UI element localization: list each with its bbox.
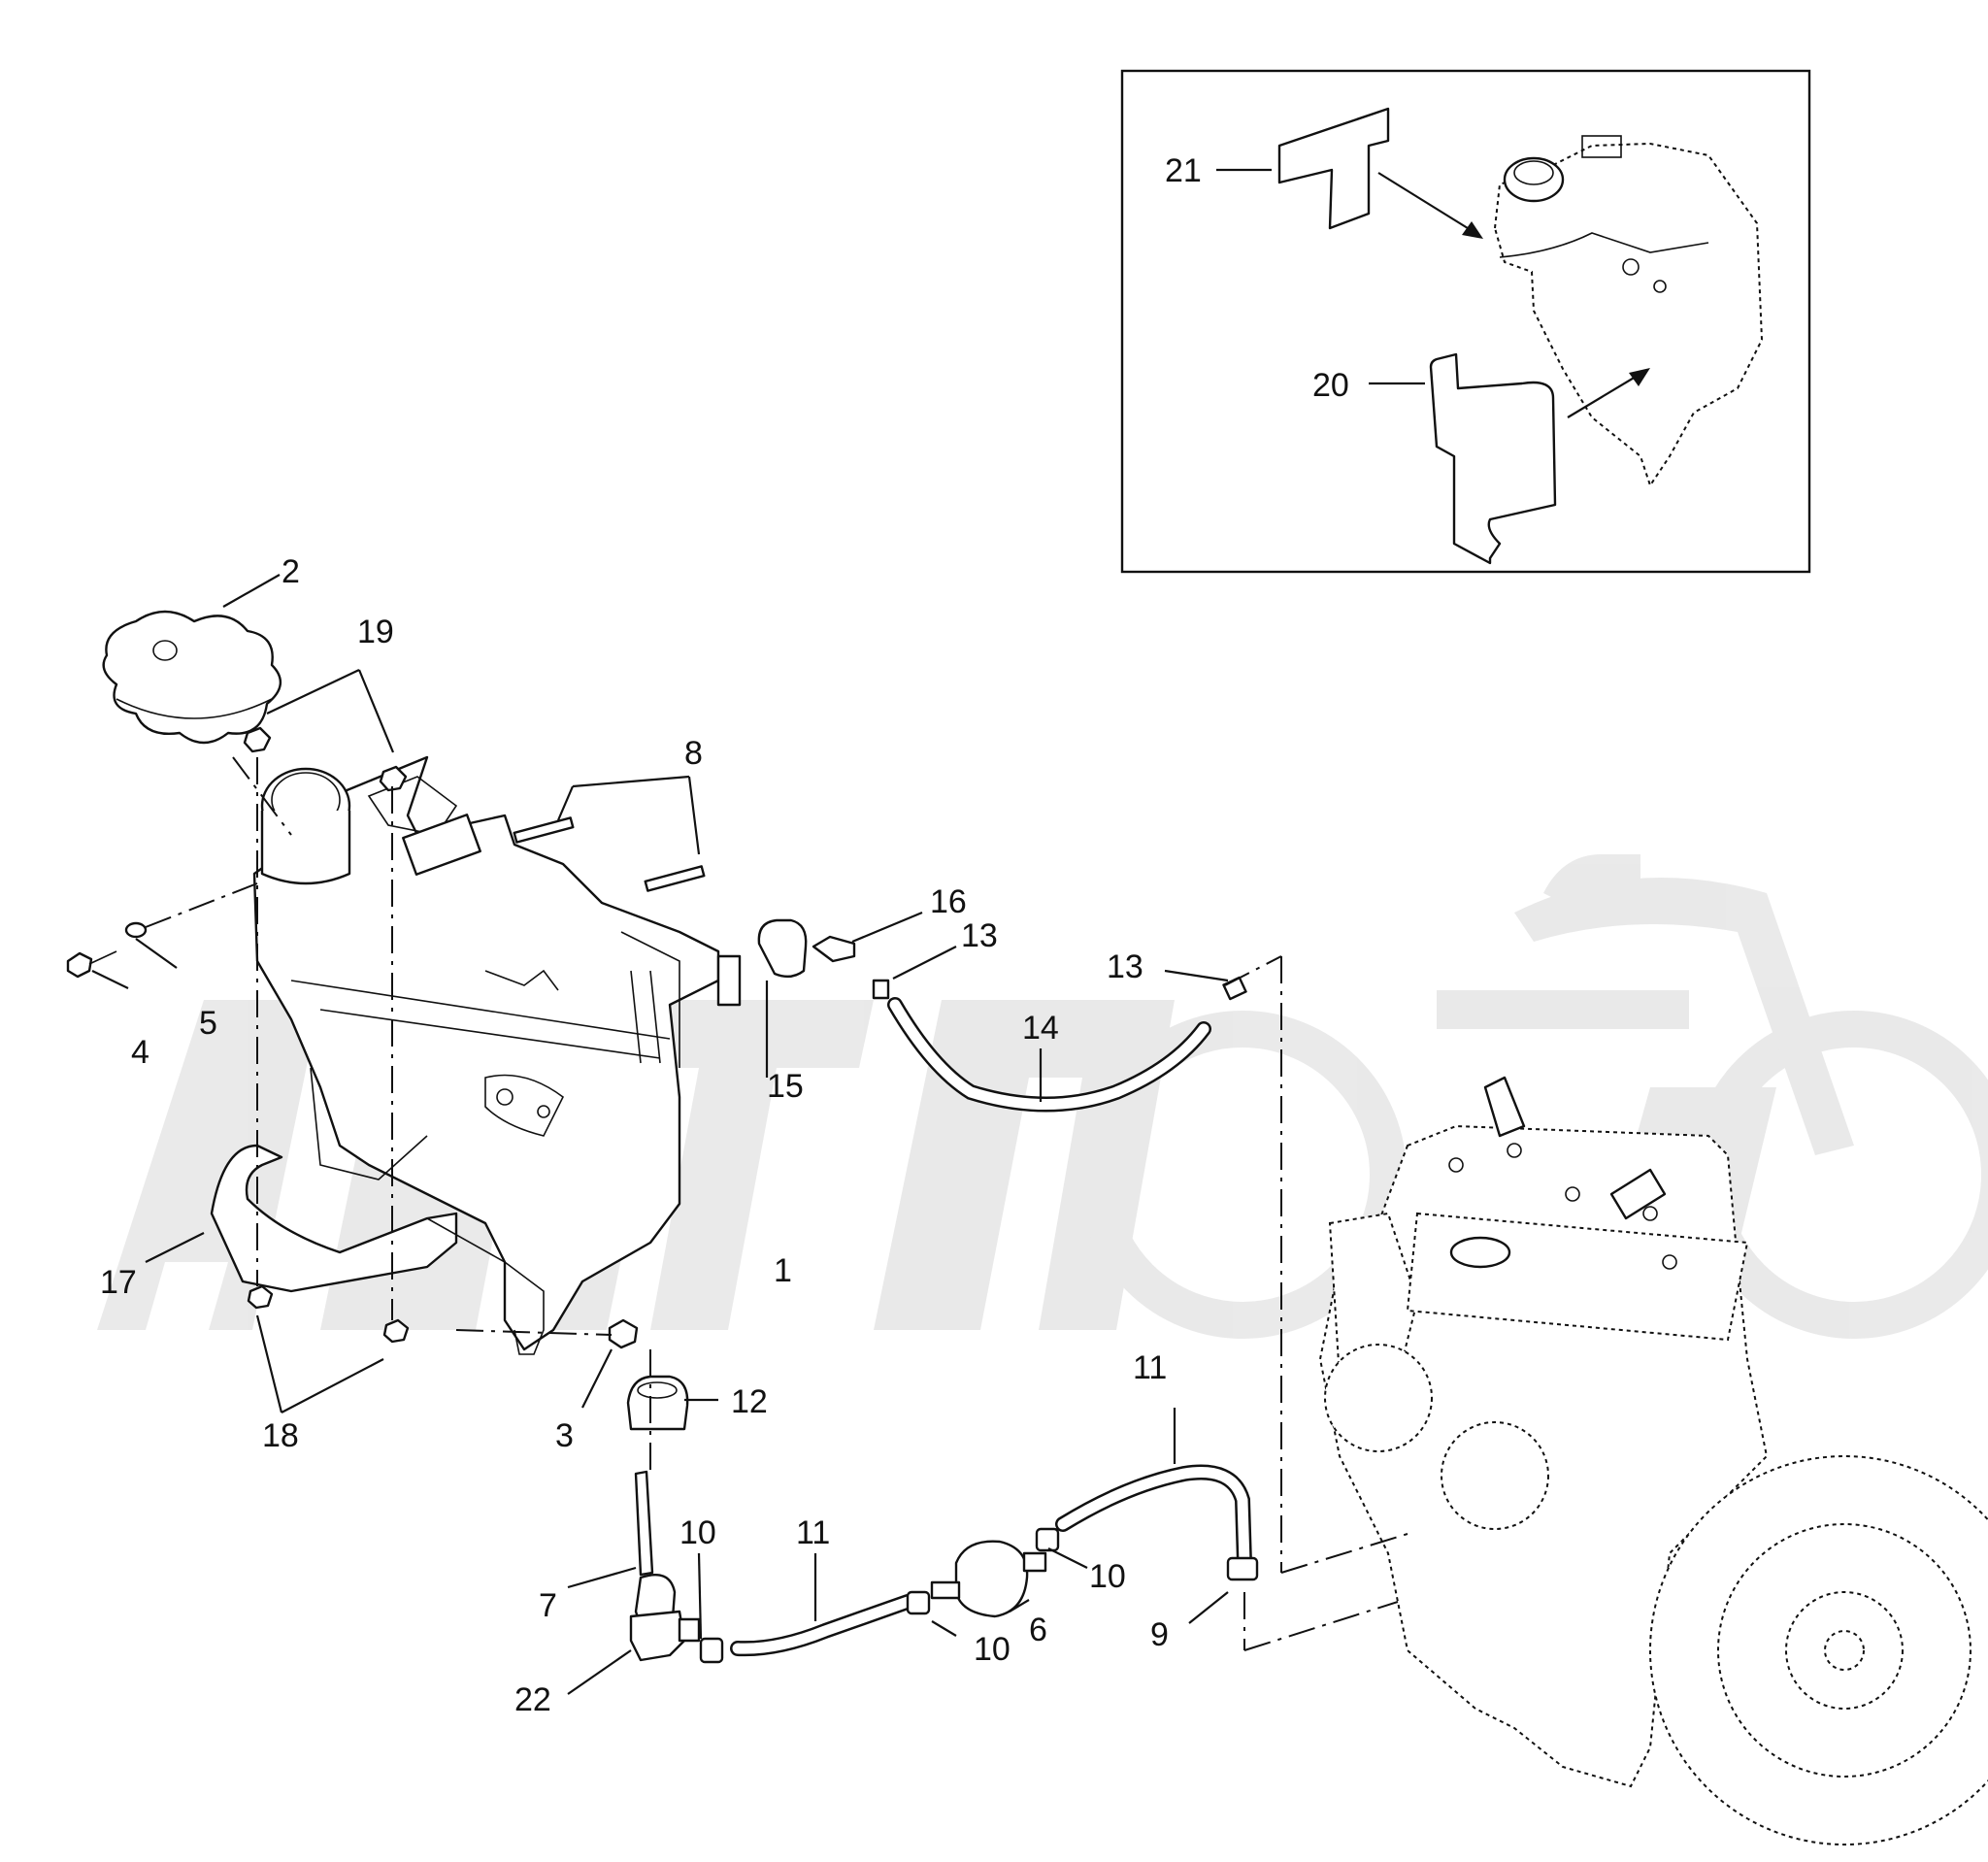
callout-13a: 13 — [961, 917, 998, 954]
callout-18: 18 — [262, 1417, 299, 1454]
callout-10b: 10 — [974, 1631, 1011, 1668]
decal-20 — [1429, 352, 1557, 565]
callout-6: 6 — [1029, 1612, 1047, 1648]
callout-7: 7 — [539, 1587, 557, 1624]
callout-10a: 10 — [679, 1514, 716, 1551]
decal-8b — [644, 865, 706, 892]
callout-14: 14 — [1022, 1010, 1059, 1047]
inset-panel — [1120, 69, 1811, 574]
callout-5: 5 — [199, 1005, 217, 1042]
hose-clamps — [699, 1527, 1259, 1664]
callout-21: 21 — [1165, 152, 1202, 189]
callout-11a: 11 — [796, 1514, 830, 1551]
heat-shield — [210, 1144, 545, 1355]
callout-20: 20 — [1312, 367, 1349, 404]
hose-11-upper — [1055, 1464, 1252, 1571]
hose-14 — [887, 997, 1211, 1113]
decal-21 — [1277, 107, 1390, 230]
leader-lines — [91, 168, 1425, 1695]
decal-8a — [513, 816, 575, 844]
oil-filter — [930, 1540, 1047, 1618]
callout-22: 22 — [514, 1681, 551, 1718]
callout-3: 3 — [555, 1417, 574, 1454]
hardware — [66, 726, 1247, 1431]
callout-2: 2 — [282, 553, 300, 590]
callouts: 1 2 3 4 5 6 7 8 9 10 10 10 11 11 12 13 1… — [100, 152, 1349, 1718]
callout-1: 1 — [774, 1252, 792, 1289]
callout-11b: 11 — [1133, 1349, 1167, 1386]
callout-9: 9 — [1150, 1616, 1169, 1653]
hose-11-lower — [730, 1594, 915, 1657]
callout-13b: 13 — [1107, 948, 1143, 985]
oil-tank-cap — [102, 610, 282, 745]
engine-assembly — [1318, 1076, 1988, 1845]
callout-4: 4 — [131, 1034, 149, 1071]
inset-oil-tank — [1493, 135, 1764, 488]
callout-12: 12 — [731, 1383, 768, 1420]
callout-19: 19 — [357, 614, 394, 650]
callout-17: 17 — [100, 1264, 137, 1301]
callout-15: 15 — [767, 1068, 804, 1105]
alignment-lines — [145, 756, 1408, 1651]
callout-8: 8 — [684, 735, 703, 772]
callout-10c: 10 — [1089, 1558, 1126, 1595]
callout-16: 16 — [930, 883, 967, 920]
oil-pickup — [629, 1470, 701, 1662]
